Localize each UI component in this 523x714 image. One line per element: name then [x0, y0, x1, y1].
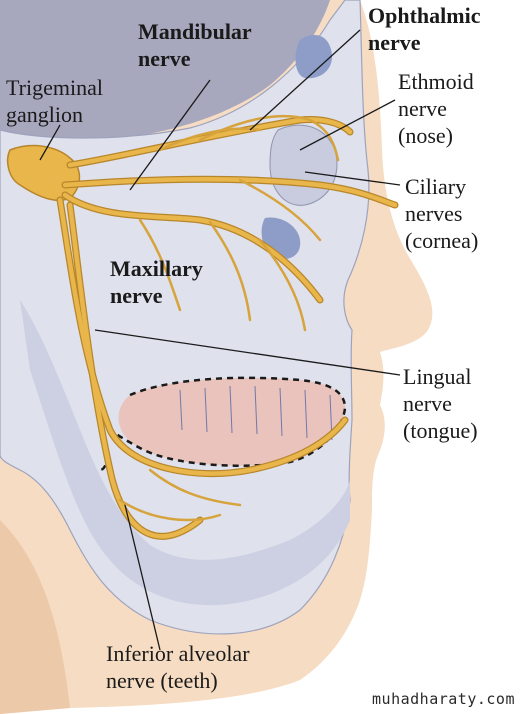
label-line: Mandibular — [138, 19, 252, 44]
watermark: muhadharaty.com — [372, 690, 515, 708]
label-maxillary-nerve: Maxillary nerve — [110, 255, 203, 309]
label-inferior-alveolar-nerve: Inferior alveolar nerve (teeth) — [106, 640, 250, 694]
label-line: Inferior alveolar — [106, 641, 250, 666]
label-ophthalmic-nerve: Ophthalmic nerve — [368, 2, 480, 56]
label-line: nerve — [398, 96, 447, 121]
label-line: (tongue) — [403, 418, 478, 443]
label-ethmoid-nerve: Ethmoid nerve (nose) — [398, 68, 474, 149]
leader-lines — [39, 29, 401, 651]
label-line: Ophthalmic — [368, 3, 481, 28]
label-lingual-nerve: Lingual nerve (tongue) — [403, 363, 478, 444]
label-line: (nose) — [398, 123, 453, 148]
label-trigeminal-ganglion: Trigeminal ganglion — [6, 74, 103, 128]
label-line: nerves — [405, 201, 463, 226]
label-line: Ethmoid — [398, 69, 474, 94]
eye-orbit — [269, 124, 338, 206]
label-line: ganglion — [6, 102, 83, 127]
label-line: nerve — [403, 391, 452, 416]
label-line: nerve (teeth) — [106, 668, 218, 693]
neck-shadow — [0, 520, 70, 714]
label-line: nerve — [368, 30, 421, 55]
label-mandibular-nerve: Mandibular nerve — [138, 18, 252, 72]
label-line: nerve — [110, 283, 163, 308]
nasal-cavity — [295, 35, 333, 79]
label-line: Trigeminal — [6, 75, 103, 100]
label-ciliary-nerves: Ciliary nerves (cornea) — [405, 173, 478, 254]
label-line: nerve — [138, 46, 191, 71]
mandible-shadow — [20, 300, 350, 606]
brain-region — [0, 0, 330, 140]
label-line: Ciliary — [405, 174, 467, 199]
label-line: (cornea) — [405, 228, 479, 253]
label-line: Lingual — [403, 364, 472, 389]
label-line: Maxillary — [110, 256, 203, 281]
